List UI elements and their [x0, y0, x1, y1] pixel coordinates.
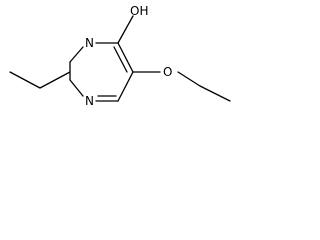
structure-canvas: N N OH O: [0, 0, 246, 120]
atom-ether-oxygen: O: [163, 65, 172, 79]
atom-hydroxyl: OH: [130, 4, 148, 18]
bond-c2-n1: [69, 46, 84, 63]
atom-n-bottom: N: [85, 94, 94, 108]
bond-ethyl-c2: [9, 71, 41, 89]
bond-ch2-ch3: [199, 85, 231, 102]
atom-n-top: N: [85, 36, 94, 50]
bond-c6-oh: [117, 15, 134, 44]
chemical-structure: N N OH O: [9, 4, 231, 108]
bond-ethyl-c1: [39, 71, 71, 89]
bond-c6-c5: [117, 42, 134, 73]
bond-n3-c2: [69, 79, 84, 97]
bond-c5-c4: [117, 71, 134, 102]
bond-c6-c5-double: [113, 46, 128, 73]
bond-o-ch2: [177, 71, 201, 87]
